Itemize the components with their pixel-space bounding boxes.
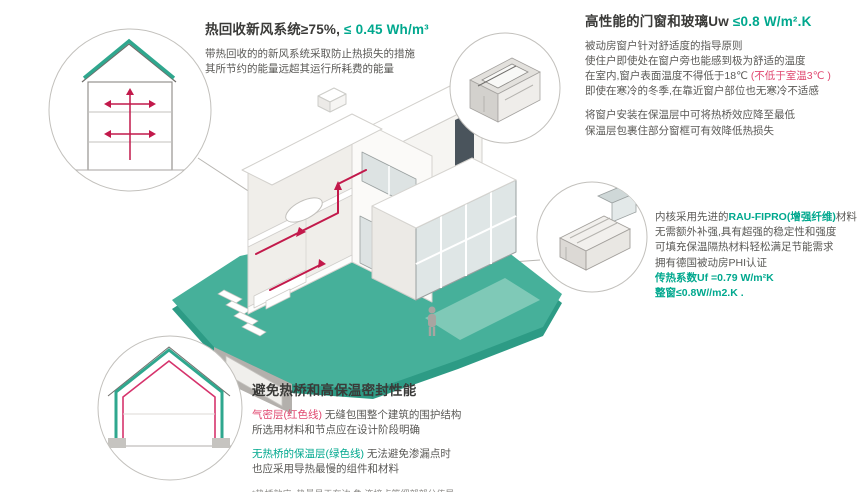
person-figure [428, 306, 436, 336]
ventilation-body-line: 其所节约的能量远超其运行所耗费的能量 [205, 62, 394, 75]
exterior-stairs [217, 289, 267, 337]
profile-material-name: RAU-FIPRO(增强纤维) [728, 211, 836, 223]
thermal-footnote: *热桥效应: 热量易于在边,角,连接点等细部部分传导 [252, 488, 597, 492]
thermal-body-line: 气密层(红色线) 无缝包围整个建筑的围护结构 [252, 408, 597, 423]
profile-body-line: 拥有德国被动房PHI认证 [655, 256, 768, 269]
airflow-arrows [104, 88, 156, 138]
thermal-section: 避免热桥和高保温密封性能 气密层(红色线) 无缝包围整个建筑的围护结构 所选用材… [252, 381, 597, 492]
duct-arrows [296, 181, 342, 268]
airtight-layer-label: 气密层(红色线) [252, 408, 322, 421]
window-profile-callout [536, 181, 648, 293]
profile-material-post: 材料 [835, 211, 857, 223]
insulation-layer-label: 无热桥的保温层(绿色线) [252, 448, 364, 460]
windows-section: 高性能的门窗和玻璃Uw ≤0.8 W/m².K 被动房窗户针对舒适度的指导原则 … [585, 12, 860, 139]
thermal-title: 避免热桥和高保温密封性能 [252, 383, 417, 398]
windows-title-value: ≤0.8 W/m².K [732, 14, 812, 29]
bathtub [285, 197, 323, 223]
ventilation-title-value: ≤ 0.45 Wh/m³ [344, 22, 429, 37]
windows-body-line: 被动房窗户针对舒适度的指导原则 [585, 39, 743, 52]
thermal-body-line: 也应采用导热最慢的组件和材料 [252, 463, 399, 476]
profile-body-line: 无需额外补强,具有超强的稳定性和强度 [655, 226, 837, 239]
ventilation-section: 热回收新风系统≥75%, ≤ 0.45 Wh/m³ 带热回收的的新风系统采取防止… [205, 20, 500, 77]
windows-temp-text: 在室内,窗户表面温度不得低于18℃ [585, 70, 751, 82]
airtight-layer-text: 无缝包围整个建筑的围护结构 [322, 408, 462, 421]
thermal-body-line: 所选用材料和节点应在设计阶段明确 [252, 423, 420, 436]
ventilation-title: 热回收新风系统≥75%, ≤ 0.45 Wh/m³ [205, 20, 500, 40]
profile-uf-value: 传热系数Uf =0.79 W/m²K [655, 271, 774, 284]
profile-body-line: 可填充保温隔热材料轻松满足节能需求 [655, 241, 834, 254]
thermal-body-line: 无热桥的保温层(绿色线) 无法避免渗漏点时 [252, 447, 597, 462]
windows-title: 高性能的门窗和玻璃Uw ≤0.8 W/m².K [585, 12, 860, 32]
profile-material-pre: 内核采用先进的 [655, 211, 729, 223]
profile-section: 内核采用先进的RAU-FIPRO(增强纤维)材料 无需额外补强,具有超强的稳定性… [655, 210, 865, 301]
windows-temp-note: (不低于室温3℃ ) [750, 70, 831, 82]
windows-title-prefix: 高性能的门窗和玻璃Uw [585, 14, 733, 29]
ventilation-body-line: 带热回收的的新风系统采取防止热损失的措施 [205, 47, 415, 60]
windows-body-line: 将窗户安装在保温层中可将热桥效应降至最低 [585, 109, 795, 122]
ventilation-title-prefix: 热回收新风系统≥75%, [205, 22, 345, 37]
windows-body-line: 保温层包裹住部分窗框可有效降低热损失 [585, 124, 774, 137]
profile-uw-value: 整窗≤0.8W//m2.K . [655, 287, 744, 300]
profile-body-line: 内核采用先进的RAU-FIPRO(增强纤维)材料 [655, 210, 865, 225]
insulation-green-line [114, 348, 224, 446]
thermal-envelope-callout [97, 335, 243, 481]
insulation-layer-text: 无法避免渗漏点时 [364, 448, 451, 460]
ventilation-callout [48, 28, 212, 192]
airtight-red-line [122, 359, 216, 446]
main-house [241, 85, 517, 336]
windows-body-line: 在室内,窗户表面温度不得低于18℃ (不低于室温3℃ ) [585, 69, 860, 84]
window-corner-callout [449, 32, 561, 144]
ventilation-ducts [255, 169, 367, 291]
windows-body-line: 使住户即使处在窗户旁也能感到极为舒适的温度 [585, 54, 806, 67]
windows-body-line: 即使在寒冷的冬季,在靠近窗户部位也无寒冷不适感 [585, 85, 819, 98]
